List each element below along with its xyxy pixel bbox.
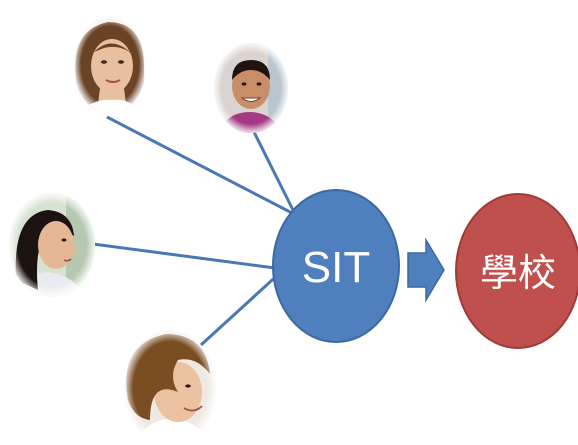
school-node: 學校 bbox=[455, 193, 578, 349]
flow-arrow-right bbox=[407, 237, 445, 303]
connector-line-3 bbox=[92, 242, 276, 270]
sit-node: SIT bbox=[272, 189, 400, 343]
school-node-label: 學校 bbox=[480, 251, 556, 295]
connector-line-4 bbox=[199, 269, 284, 347]
connector-line-1 bbox=[106, 115, 293, 215]
sit-node-label: SIT bbox=[302, 243, 370, 292]
connector-line-2 bbox=[250, 127, 296, 213]
connector-lines bbox=[92, 115, 296, 347]
